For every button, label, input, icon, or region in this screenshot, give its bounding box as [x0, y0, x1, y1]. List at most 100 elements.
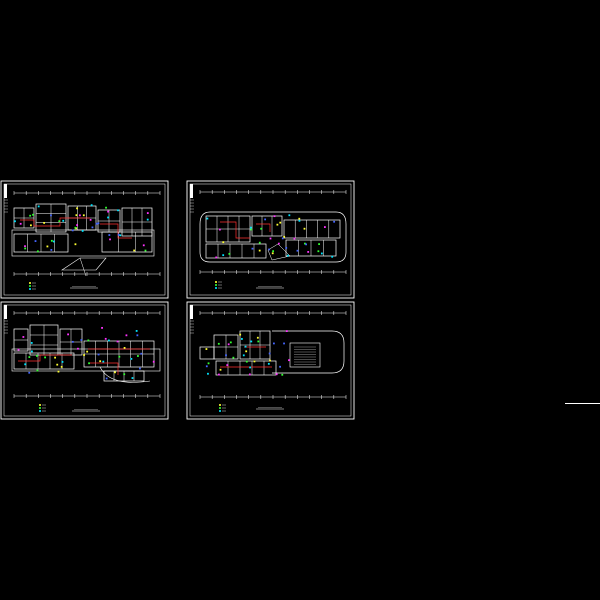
- fixture-symbol: [222, 241, 225, 244]
- fixture-symbol: [307, 251, 310, 253]
- fixture-symbol: [323, 226, 326, 228]
- fixture-symbol: [251, 247, 254, 250]
- fixture-symbol: [288, 359, 290, 362]
- legend-symbol: [39, 407, 41, 409]
- fixture-symbol: [75, 214, 78, 217]
- fixture-symbol: [140, 352, 143, 355]
- sheet-frame-inner: [3, 183, 166, 296]
- room-block: [13, 352, 75, 370]
- fixture-symbol: [54, 356, 56, 359]
- fixture-symbol: [37, 205, 40, 208]
- fixture-symbol: [227, 343, 230, 346]
- fixture-symbol: [267, 362, 270, 365]
- drawing-sheet-3[interactable]: [0, 301, 170, 421]
- fixture-symbol: [34, 240, 37, 242]
- fixture-symbol: [268, 248, 271, 251]
- fixture-symbol: [219, 228, 221, 231]
- fixture-symbol: [205, 365, 208, 368]
- fixture-symbol: [271, 252, 274, 255]
- fixture-symbol: [264, 218, 267, 221]
- fixture-symbol: [50, 249, 53, 251]
- fixture-symbol: [207, 362, 210, 365]
- fixture-symbol: [245, 360, 248, 363]
- drawing-sheet-1[interactable]: [0, 180, 170, 300]
- fixture-symbol: [30, 224, 32, 227]
- drawing-sheet-4[interactable]: [186, 301, 356, 421]
- fixture-symbol: [303, 227, 306, 230]
- fixture-symbol: [89, 218, 92, 221]
- fixture-symbol: [333, 220, 336, 223]
- fixture-symbol: [116, 340, 119, 343]
- fixture-symbol: [36, 250, 39, 253]
- fixture-symbol: [28, 356, 31, 358]
- fixture-symbol: [277, 242, 280, 245]
- fixture-symbol: [97, 222, 100, 225]
- fixture-symbol: [298, 219, 301, 222]
- fixture-symbol: [279, 221, 282, 224]
- fixture-symbol: [248, 373, 251, 376]
- legend-symbol: [39, 404, 41, 406]
- fixture-symbol: [287, 254, 289, 257]
- fixture-symbol: [273, 215, 276, 218]
- fixture-symbol: [219, 368, 222, 371]
- fixture-symbol: [104, 337, 107, 340]
- fixture-symbol: [257, 340, 260, 343]
- fixture-symbol: [139, 367, 141, 370]
- fixture-symbol: [90, 204, 93, 207]
- fixture-symbol: [19, 222, 22, 225]
- fixture-symbol: [123, 373, 126, 376]
- hall-outline: [289, 342, 321, 368]
- fixture-symbol: [105, 377, 108, 380]
- fixture-symbol: [281, 373, 284, 376]
- fixture-symbol: [232, 356, 235, 359]
- fixture-symbol: [76, 207, 78, 210]
- fixture-symbol: [107, 210, 109, 213]
- legend-symbol: [219, 404, 221, 406]
- fixture-symbol: [61, 361, 64, 363]
- fixture-symbol: [24, 245, 26, 248]
- sheet-frame-inner: [189, 304, 352, 417]
- fixture-symbol: [102, 360, 105, 363]
- fixture-symbol: [241, 338, 243, 340]
- fixture-symbol: [276, 223, 279, 226]
- fixture-symbol: [133, 249, 136, 252]
- fixture-symbol: [35, 354, 38, 357]
- fixture-symbol: [24, 363, 27, 366]
- stray-line-segment: [565, 403, 600, 404]
- circuit-run: [256, 223, 271, 232]
- room-block: [101, 231, 153, 253]
- fixture-symbol: [146, 218, 149, 221]
- fixture-symbol: [305, 243, 308, 246]
- fixture-symbol: [17, 348, 20, 351]
- fixture-symbol: [56, 363, 59, 366]
- fixture-symbol: [253, 360, 256, 363]
- fixture-symbol: [99, 360, 102, 363]
- fixture-symbol: [44, 356, 46, 359]
- fixture-symbol: [217, 373, 220, 376]
- fixture-symbol: [225, 354, 227, 357]
- drawing-sheet-2[interactable]: [186, 180, 356, 300]
- fixture-symbol: [320, 252, 323, 255]
- fixture-symbol: [36, 369, 39, 372]
- fixture-symbol: [74, 243, 77, 246]
- fixture-symbol: [91, 226, 94, 229]
- curved-bay-wall: [99, 366, 151, 383]
- building-outline-rounded: [199, 211, 347, 263]
- fixture-symbol: [71, 340, 74, 343]
- fixture-symbol: [78, 214, 81, 217]
- fixture-symbol: [296, 249, 299, 252]
- fixture-symbol: [123, 346, 126, 349]
- fixture-symbol: [205, 348, 208, 350]
- room-block: [251, 215, 283, 237]
- sheet-frame-outer: [0, 301, 169, 420]
- fixture-symbol: [281, 237, 284, 240]
- fixture-symbol: [331, 255, 334, 258]
- fixture-symbol: [250, 228, 253, 231]
- fixture-symbol: [269, 237, 272, 240]
- fixture-symbol: [31, 350, 33, 353]
- fixture-symbol: [80, 339, 83, 341]
- room-block: [283, 219, 341, 239]
- fixture-symbol: [268, 352, 271, 355]
- fixture-symbol: [288, 214, 291, 217]
